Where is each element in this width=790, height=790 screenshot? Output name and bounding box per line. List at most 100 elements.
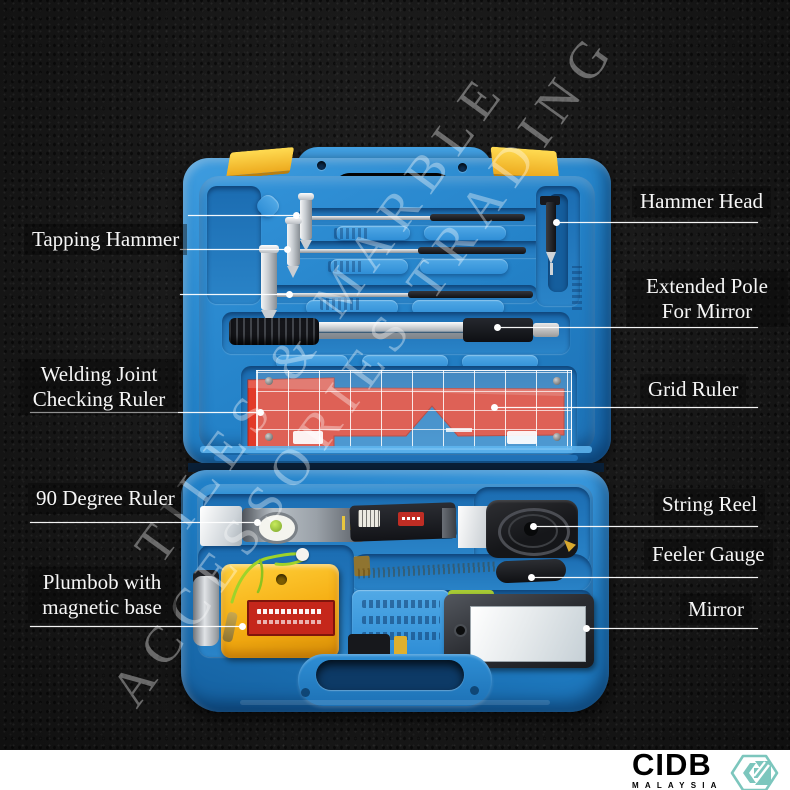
- callout-line-welding-joint: [30, 412, 262, 413]
- callout-dot: [553, 219, 560, 226]
- gauge-dial: [358, 510, 380, 527]
- mirror-screw: [454, 624, 467, 637]
- tapping-hammer-1-tip: [300, 240, 312, 251]
- tapping-hammer-3-shaft: [276, 293, 414, 297]
- lid-edge-molding: [214, 455, 578, 461]
- callout-dot: [284, 246, 291, 253]
- callout-dot: [286, 291, 293, 298]
- hammer-head-tool-cap: [540, 196, 560, 205]
- callout-dot: [528, 574, 535, 581]
- callout-dot: [254, 519, 261, 526]
- hammer-head-tool-pin: [550, 263, 553, 275]
- callout-dot: [257, 409, 264, 416]
- extended-pole-grip: [229, 318, 319, 345]
- shell-dimple: [470, 686, 479, 695]
- cidb-logo: CIDB MALAYSIA: [632, 747, 779, 790]
- callout-line-feeler-gauge: [531, 577, 758, 578]
- hammer-head-tool-tip: [546, 252, 556, 264]
- embossed-text-row: [362, 616, 440, 624]
- grid-ruler-tab: [507, 431, 537, 444]
- embossed-size-mark: [572, 266, 582, 310]
- callout-label-welding-joint: Welding Joint Checking Ruler: [20, 359, 178, 415]
- tapping-hammer-3-head: [261, 250, 277, 310]
- callout-line-hammer-head: [556, 222, 758, 223]
- gauge-metal-end: [442, 508, 456, 538]
- callout-label-extended-pole: Extended Pole For Mirror: [626, 271, 788, 327]
- embossed-size-mark: [328, 261, 364, 272]
- callout-dot: [530, 523, 537, 530]
- label-line: Extended Pole: [646, 274, 768, 298]
- grid-ruler: [256, 370, 572, 450]
- cidb-logo-text: CIDB MALAYSIA: [632, 747, 723, 790]
- callout-label-grid-ruler: Grid Ruler: [640, 374, 747, 405]
- callout-dot: [239, 623, 246, 630]
- tapping-hammer-2-tip: [287, 266, 299, 278]
- tray-molding: [336, 226, 410, 240]
- label-line: Plumbob with: [42, 570, 162, 594]
- callout-line-tapping-hammer-1: [188, 215, 298, 216]
- cidb-logo-name: CIDB: [632, 747, 712, 782]
- callout-line-tapping-hammer-2: [180, 249, 289, 250]
- lid-edge-molding: [200, 446, 592, 453]
- label-line: Welding Joint: [40, 362, 158, 386]
- level-bubble-window: [256, 512, 298, 544]
- case-hinge-gap: [188, 463, 604, 472]
- grid-ruler-screw: [553, 433, 561, 441]
- embossed-size-mark: [320, 298, 360, 310]
- tray-molding: [420, 259, 508, 274]
- hammer-head-tool: [546, 202, 556, 252]
- label-line: Checking Ruler: [32, 387, 166, 411]
- tray-molding: [306, 300, 398, 315]
- plumbob-hole: [276, 574, 287, 585]
- extended-pole-shaft: [319, 322, 465, 339]
- callout-line-mirror: [586, 628, 758, 629]
- shell-ridge: [240, 700, 550, 705]
- shell-dimple: [301, 688, 310, 697]
- tray-molding: [207, 186, 261, 304]
- string-reel-ring: [498, 508, 570, 556]
- magnetic-base-cylinder: [193, 576, 219, 646]
- tapping-hammer-2-grip: [418, 247, 526, 254]
- callout-line-string-reel: [533, 526, 758, 527]
- tapping-hammer-2-shaft: [296, 249, 424, 253]
- tapping-hammer-2-cap: [285, 217, 302, 224]
- tapping-hammer-1-cap: [298, 193, 314, 200]
- extended-pole-tip: [533, 323, 559, 337]
- callout-label-feeler-gauge: Feeler Gauge: [644, 539, 773, 570]
- tray-molding: [424, 226, 506, 240]
- tapping-hammer-2-head: [287, 222, 300, 266]
- callout-dot: [293, 212, 300, 219]
- callout-dot: [583, 625, 590, 632]
- callout-label-string-reel: String Reel: [654, 489, 766, 520]
- label-line: For Mirror: [661, 299, 753, 323]
- callout-line-extended-pole: [497, 327, 758, 328]
- tray-molding: [462, 355, 538, 369]
- bottom-white-strip: [0, 750, 790, 790]
- grid-ruler-screw: [265, 377, 273, 385]
- bottom-handle-slot: [316, 660, 464, 690]
- tray-molding: [362, 355, 448, 369]
- plumbob-label-text: [257, 620, 323, 624]
- callout-line-grid-ruler: [494, 407, 758, 408]
- label-line: magnetic base: [42, 595, 162, 619]
- embossed-size-mark: [334, 228, 368, 239]
- callout-label-tapping-hammer: Tapping Hammer: [24, 224, 188, 255]
- mirror-surface: [470, 606, 586, 662]
- string-reel-ring: [508, 514, 558, 548]
- tapping-hammer-1-head: [300, 198, 312, 240]
- callout-line-90-degree: [30, 522, 259, 523]
- grid-ruler-screw: [553, 377, 561, 385]
- cidb-hexagon-icon: [730, 754, 778, 790]
- grid-ruler-screw: [265, 433, 273, 441]
- callout-line-tapping-hammer-3: [180, 294, 291, 295]
- tapping-hammer-3-grip: [408, 291, 533, 298]
- callout-line-plumbob: [30, 626, 244, 627]
- tray-molding: [330, 259, 408, 274]
- plumbob-label: [247, 600, 335, 636]
- tapping-hammer-1-grip: [430, 214, 525, 221]
- callout-label-plumbob: Plumbob with magnetic base: [28, 567, 176, 623]
- ninety-degree-ruler-block: [200, 506, 242, 546]
- callout-label-hammer-head: Hammer Head: [632, 186, 772, 217]
- grid-ruler-tab: [293, 431, 323, 444]
